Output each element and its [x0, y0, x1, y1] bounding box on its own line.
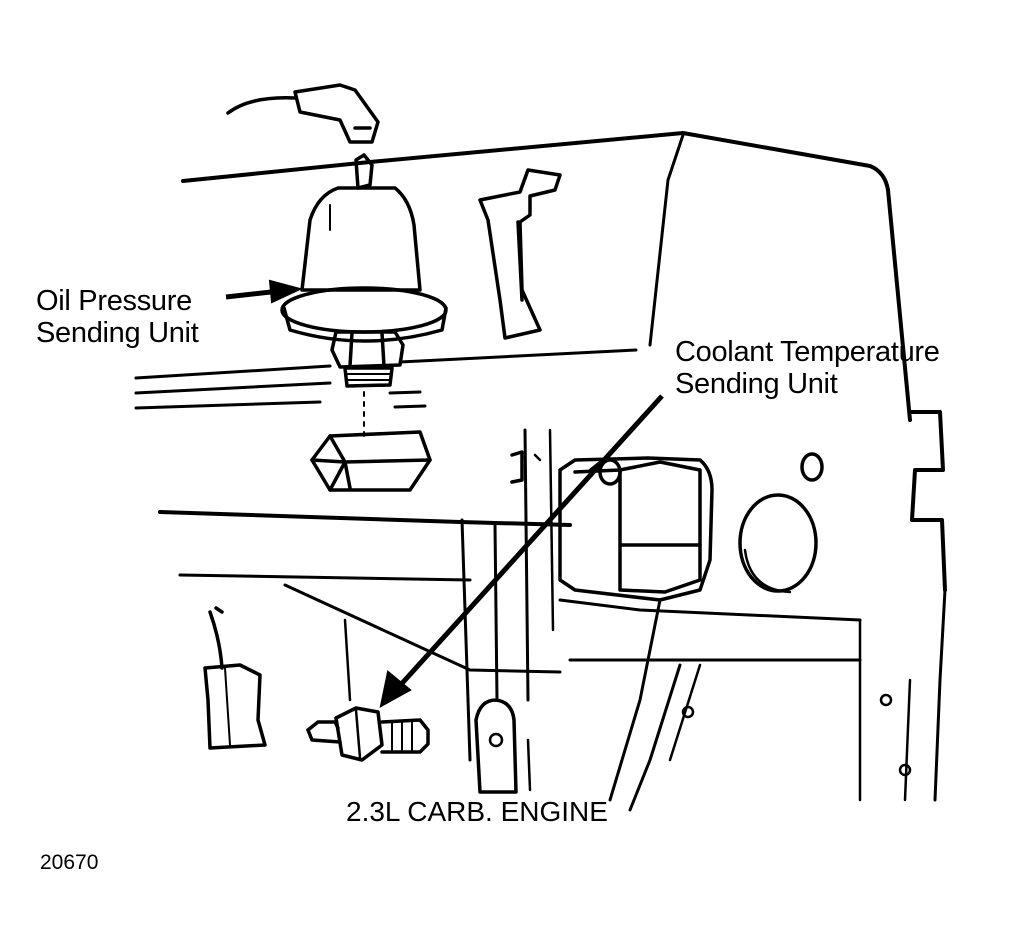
oil-pressure-leader-arrow	[225, 279, 303, 304]
coolant-temperature-sending-unit	[306, 698, 518, 794]
bracket	[478, 168, 562, 340]
coolant-temperature-leader-arrow	[379, 394, 664, 708]
oil-pressure-sending-unit	[226, 83, 448, 441]
oil-pressure-label-line-2: Sending Unit	[36, 317, 199, 349]
right-castings	[510, 450, 824, 602]
engine-block	[134, 131, 947, 812]
coolant-label-line-2: Sending Unit	[675, 368, 838, 400]
oil-pressure-sending-unit-label: Oil Pressure Sending Unit	[36, 285, 199, 349]
figure-number: 20670	[40, 851, 99, 874]
gasket-wedge	[310, 430, 432, 492]
coolant-connector	[203, 606, 267, 750]
oil-pressure-label-line-1: Oil Pressure	[36, 285, 192, 317]
coolant-temperature-sending-unit-label: Coolant Temperature Sending Unit	[675, 336, 940, 400]
coolant-label-line-1: Coolant Temperature	[675, 336, 940, 368]
engine-caption: 2.3L CARB. ENGINE	[346, 796, 608, 827]
